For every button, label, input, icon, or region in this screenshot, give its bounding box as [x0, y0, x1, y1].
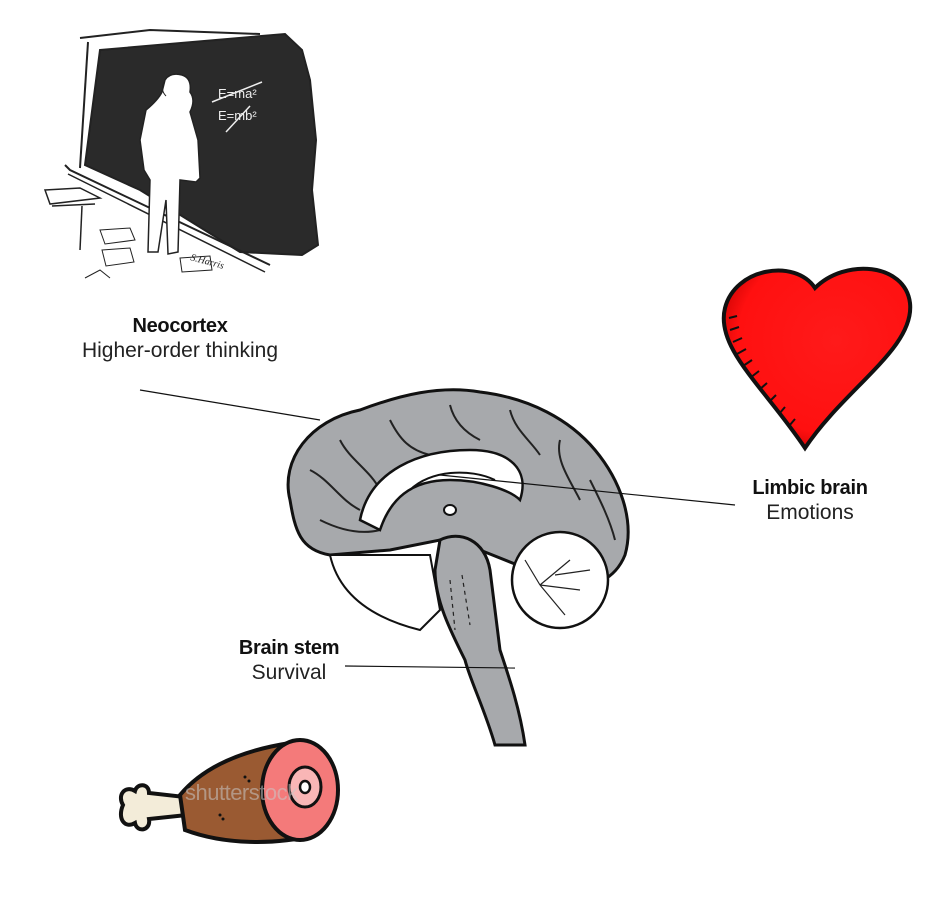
stem-subtitle: Survival — [251, 661, 327, 684]
neocortex-subtitle: Higher-order thinking — [81, 339, 279, 362]
equation-1: E=ma² — [218, 86, 257, 101]
stem-title: Brain stem — [238, 637, 340, 659]
scientist-figure — [139, 73, 201, 255]
meat-drumstick-illustration — [118, 738, 340, 844]
watermark: shutterstock — [185, 780, 298, 805]
equation-2: E=mb² — [218, 108, 257, 123]
limbic-leader-line — [439, 474, 736, 506]
limbic-subtitle: Emotions — [766, 501, 854, 524]
limbic-label: Limbic brain Emotions — [725, 476, 895, 525]
heart-illustration — [721, 266, 913, 452]
brain-stem — [433, 534, 527, 747]
brain-illustration — [139, 388, 736, 747]
heart-shape — [721, 266, 913, 452]
limbic-title: Limbic brain — [752, 477, 868, 499]
neocortex-label: Neocortex Higher-order thinking — [60, 314, 300, 363]
neocortex-leader-line — [139, 389, 321, 421]
bone — [118, 783, 190, 832]
stem-label: Brain stem Survival — [224, 636, 354, 685]
einstein-chalkboard-illustration: E=ma² E=mb² S.Harris — [43, 28, 320, 279]
limbic-system — [358, 448, 524, 532]
cerebellum — [510, 530, 610, 630]
chalkboard — [83, 32, 320, 257]
stem-leader-line — [344, 665, 516, 669]
neocortex-title: Neocortex — [132, 315, 228, 337]
